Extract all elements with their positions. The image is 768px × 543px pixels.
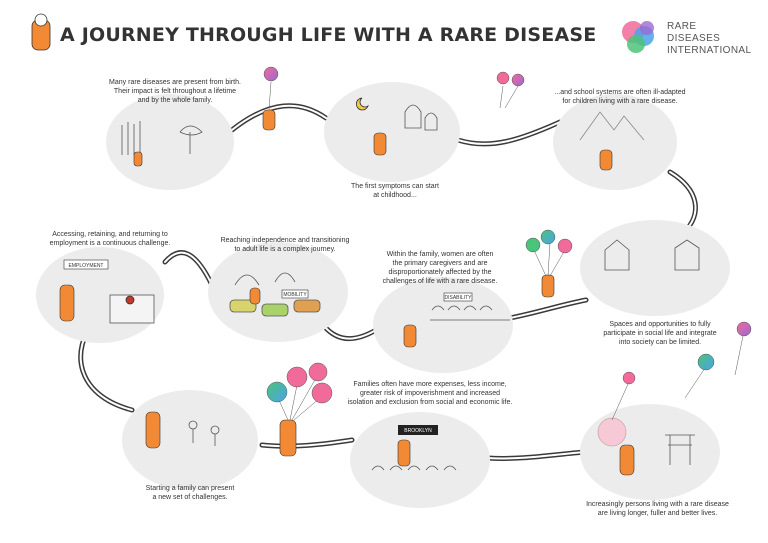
caption-longer-lives: Increasingly persons living with a rare … [586, 501, 729, 517]
character-balloons-right [541, 274, 555, 298]
caption-family: Starting a family can present a new set … [145, 485, 235, 501]
scene-details [109, 97, 700, 471]
brooklyn-sign: BROOKLYN [398, 425, 438, 435]
character-caregivers [403, 324, 417, 348]
character-longer-lives [619, 444, 635, 476]
character-school [599, 149, 613, 171]
mobility-sign-label: MOBILITY [283, 292, 307, 298]
scene-family [122, 390, 258, 490]
character-birth [133, 151, 143, 167]
caption-employment: Accessing, retaining, and returning to e… [49, 231, 171, 247]
character-balloons-center [279, 419, 297, 457]
caption-independence: Reaching independence and transitioning … [220, 237, 350, 253]
character-walking [262, 109, 276, 131]
scene-childhood [324, 82, 460, 182]
scene-birth [106, 94, 234, 190]
scene-longer-lives [580, 404, 720, 500]
page-title: A JOURNEY THROUGH LIFE WITH A RARE DISEA… [60, 24, 597, 46]
scene-school [553, 94, 677, 190]
rdi-logo-text: RARE DISEASES INTERNATIONAL [667, 21, 751, 57]
logo-line-1: RARE [667, 21, 697, 32]
disability-sign-label: DISABILITY [445, 295, 473, 301]
balloons [263, 66, 752, 421]
scene-social-life [580, 220, 730, 316]
disability-sign: DISABILITY [443, 292, 473, 302]
caption-childhood: The first symptoms can start at childhoo… [351, 183, 439, 199]
scene-caregivers [373, 277, 513, 373]
caption-school: ...and school systems are often ill-adap… [554, 89, 686, 105]
scene-expenses [350, 412, 490, 508]
rdi-logo-icon [622, 21, 654, 53]
character-childhood [373, 132, 387, 156]
title-character-icon [31, 13, 51, 51]
caption-birth: Many rare diseases are present from birt… [109, 79, 241, 104]
brooklyn-sign-label: BROOKLYN [404, 428, 432, 434]
caption-expenses: Families often have more expenses, less … [347, 381, 513, 406]
caption-social-life: Spaces and opportunities to fully partic… [603, 321, 717, 346]
characters [59, 109, 635, 476]
logo-line-3: INTERNATIONAL [667, 45, 752, 56]
employment-sign: EMPLOYMENT [63, 259, 109, 270]
character-independence [249, 287, 261, 305]
character-employment [59, 284, 75, 322]
scene-independence [208, 242, 348, 342]
journey-road [78, 103, 698, 461]
character-family [145, 411, 161, 449]
character-expenses [397, 439, 411, 467]
logo-line-2: DISEASES [667, 33, 721, 44]
mobility-sign: MOBILITY [281, 289, 309, 299]
caption-caregivers: Within the family, women are often the p… [382, 251, 498, 285]
employment-sign-label: EMPLOYMENT [68, 263, 103, 269]
